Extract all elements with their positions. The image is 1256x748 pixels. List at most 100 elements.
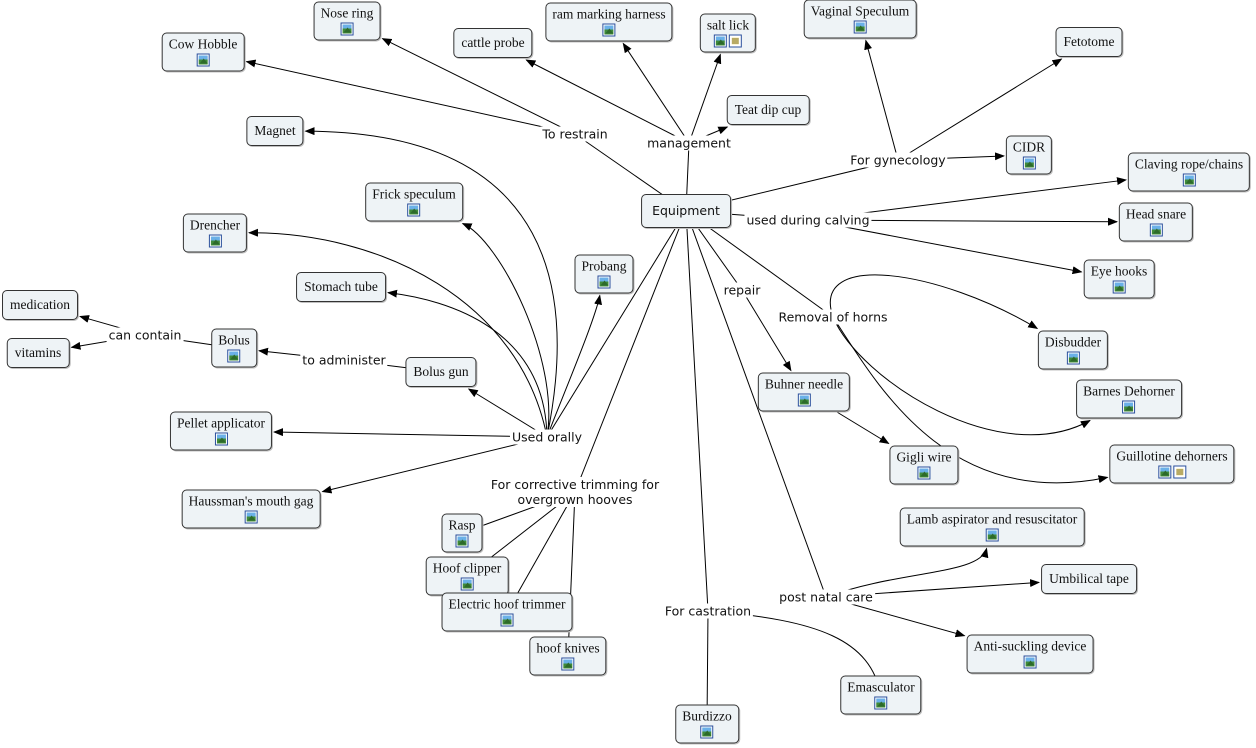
concept-rasp[interactable]: Rasp bbox=[441, 513, 483, 553]
resource-icons bbox=[682, 725, 732, 741]
link-hooves-to-hoof-knives bbox=[567, 491, 576, 657]
resource-icons bbox=[582, 275, 627, 291]
concept-cow-hobble[interactable]: Cow Hobble bbox=[161, 32, 245, 72]
image-icon[interactable] bbox=[853, 20, 867, 34]
document-icon[interactable] bbox=[729, 34, 742, 48]
link-phrase-contain[interactable]: can contain bbox=[106, 327, 184, 343]
image-icon[interactable] bbox=[1112, 280, 1126, 294]
image-icon[interactable] bbox=[1022, 156, 1036, 170]
link-orally-to-probang bbox=[546, 294, 602, 438]
link-hooves-to-electric-trimmer bbox=[506, 491, 576, 613]
concept-vitamins[interactable]: vitamins bbox=[6, 338, 70, 368]
image-icon[interactable] bbox=[602, 23, 616, 37]
concept-ram-harness[interactable]: ram marking harness bbox=[545, 2, 673, 42]
concept-hoof-clipper[interactable]: Hoof clipper bbox=[425, 556, 509, 596]
image-icon[interactable] bbox=[196, 53, 210, 67]
concept-cattle-probe[interactable]: cattle probe bbox=[453, 28, 533, 58]
concept-electric-trimmer[interactable]: Electric hoof trimmer bbox=[441, 592, 573, 632]
link-phrase-castration[interactable]: For castration bbox=[662, 603, 754, 619]
concept-claving-rope[interactable]: Claving rope/chains bbox=[1127, 152, 1251, 192]
image-icon[interactable] bbox=[797, 393, 811, 407]
concept-eye-hooks[interactable]: Eye hooks bbox=[1083, 259, 1155, 299]
image-icon[interactable] bbox=[917, 466, 931, 480]
concept-stomach-tube[interactable]: Stomach tube bbox=[296, 272, 386, 302]
concept-salt-lick[interactable]: salt lick bbox=[699, 13, 757, 53]
image-icon[interactable] bbox=[500, 613, 514, 627]
concept-label: Burdizzo bbox=[682, 708, 732, 724]
concept-haussman-gag[interactable]: Haussman's mouth gag bbox=[181, 489, 321, 529]
image-icon[interactable] bbox=[1122, 400, 1136, 414]
link-management-to-ram-harness bbox=[622, 42, 690, 144]
concept-bolus-gun[interactable]: Bolus gun bbox=[405, 357, 477, 387]
concept-nose-ring[interactable]: Nose ring bbox=[313, 1, 381, 41]
image-icon[interactable] bbox=[208, 234, 222, 248]
image-icon[interactable] bbox=[1157, 465, 1171, 479]
concept-vaginal-speculum[interactable]: Vaginal Speculum bbox=[803, 0, 917, 39]
concept-gigli-wire[interactable]: Gigli wire bbox=[889, 445, 959, 485]
concept-head-snare[interactable]: Head snare bbox=[1118, 202, 1194, 242]
concept-hoof-knives[interactable]: hoof knives bbox=[529, 636, 607, 676]
link-restrain-to-nose-ring bbox=[381, 38, 576, 135]
concept-drencher[interactable]: Drencher bbox=[182, 213, 248, 253]
concept-label: Bolus gun bbox=[413, 364, 469, 379]
link-horns-to-disbudder bbox=[830, 274, 1039, 330]
concept-label: Cow Hobble bbox=[168, 36, 238, 52]
image-icon[interactable] bbox=[244, 510, 258, 524]
concept-burdizzo[interactable]: Burdizzo bbox=[675, 704, 739, 744]
image-icon[interactable] bbox=[714, 34, 727, 48]
concept-pellet-applicator[interactable]: Pellet applicator bbox=[169, 411, 273, 451]
image-icon[interactable] bbox=[455, 534, 469, 548]
image-icon[interactable] bbox=[1023, 655, 1037, 669]
concept-magnet[interactable]: Magnet bbox=[246, 116, 304, 146]
concept-fetotome[interactable]: Fetotome bbox=[1055, 27, 1123, 57]
concept-guillotine[interactable]: Guillotine dehorners bbox=[1109, 444, 1235, 484]
concept-disbudder[interactable]: Disbudder bbox=[1037, 330, 1109, 370]
image-icon[interactable] bbox=[227, 349, 241, 363]
concept-teat-dip[interactable]: Teat dip cup bbox=[726, 95, 810, 125]
concept-probang[interactable]: Probang bbox=[574, 254, 634, 294]
concept-cidr[interactable]: CIDR bbox=[1005, 135, 1053, 175]
concept-lamb-aspirator[interactable]: Lamb aspirator and resuscitator bbox=[899, 507, 1085, 547]
link-phrase-horns[interactable]: Removal of horns bbox=[776, 309, 890, 325]
link-phrase-hooves[interactable]: For corrective trimming for overgrown ho… bbox=[488, 477, 662, 507]
image-icon[interactable] bbox=[214, 432, 228, 446]
resource-icons bbox=[765, 393, 843, 409]
concept-frick-speculum[interactable]: Frick speculum bbox=[365, 182, 463, 222]
concept-umbilical-tape[interactable]: Umbilical tape bbox=[1041, 564, 1137, 594]
concept-medication[interactable]: medication bbox=[2, 290, 78, 320]
image-icon[interactable] bbox=[561, 657, 575, 671]
link-phrase-restrain[interactable]: To restrain bbox=[540, 126, 610, 142]
link-phrase-management[interactable]: management bbox=[645, 135, 733, 151]
concept-label: Head snare bbox=[1125, 206, 1187, 222]
link-management-to-salt-lick bbox=[688, 53, 722, 144]
image-icon[interactable] bbox=[1149, 223, 1163, 237]
link-phrase-orally[interactable]: Used orally bbox=[509, 429, 585, 445]
concept-anti-suckling[interactable]: Anti-suckling device bbox=[966, 634, 1094, 674]
concept-bolus[interactable]: Bolus bbox=[211, 328, 257, 368]
image-icon[interactable] bbox=[874, 696, 888, 710]
concept-barnes-dehorner[interactable]: Barnes Dehorner bbox=[1076, 379, 1182, 419]
link-orally-to-stomach-tube bbox=[387, 289, 548, 438]
concept-label: ram marking harness bbox=[552, 6, 666, 22]
link-phrase-calving[interactable]: used during calving bbox=[744, 212, 872, 228]
image-icon[interactable] bbox=[460, 577, 474, 591]
image-icon[interactable] bbox=[407, 203, 421, 217]
link-phrase-administer[interactable]: to administer bbox=[300, 352, 388, 368]
link-phrase-postnatal[interactable]: post natal care bbox=[777, 589, 875, 605]
image-icon[interactable] bbox=[1066, 351, 1080, 365]
image-icon[interactable] bbox=[340, 22, 354, 36]
concept-buhner-needle[interactable]: Buhner needle bbox=[757, 372, 851, 412]
link-phrase-repair[interactable]: repair bbox=[721, 282, 763, 298]
resource-icons bbox=[433, 577, 502, 593]
image-icon[interactable] bbox=[700, 725, 714, 739]
image-icon[interactable] bbox=[597, 275, 611, 289]
concept-emasculator[interactable]: Emasculator bbox=[840, 675, 922, 715]
resource-icons bbox=[177, 432, 265, 448]
concept-label: Stomach tube bbox=[304, 279, 378, 294]
concept-equipment[interactable]: Equipment bbox=[641, 194, 731, 228]
link-phrase-gynecology[interactable]: For gynecology bbox=[848, 152, 948, 168]
image-icon[interactable] bbox=[1182, 173, 1196, 187]
document-icon[interactable] bbox=[1172, 465, 1186, 479]
resource-icons bbox=[169, 53, 238, 69]
image-icon[interactable] bbox=[985, 528, 999, 542]
